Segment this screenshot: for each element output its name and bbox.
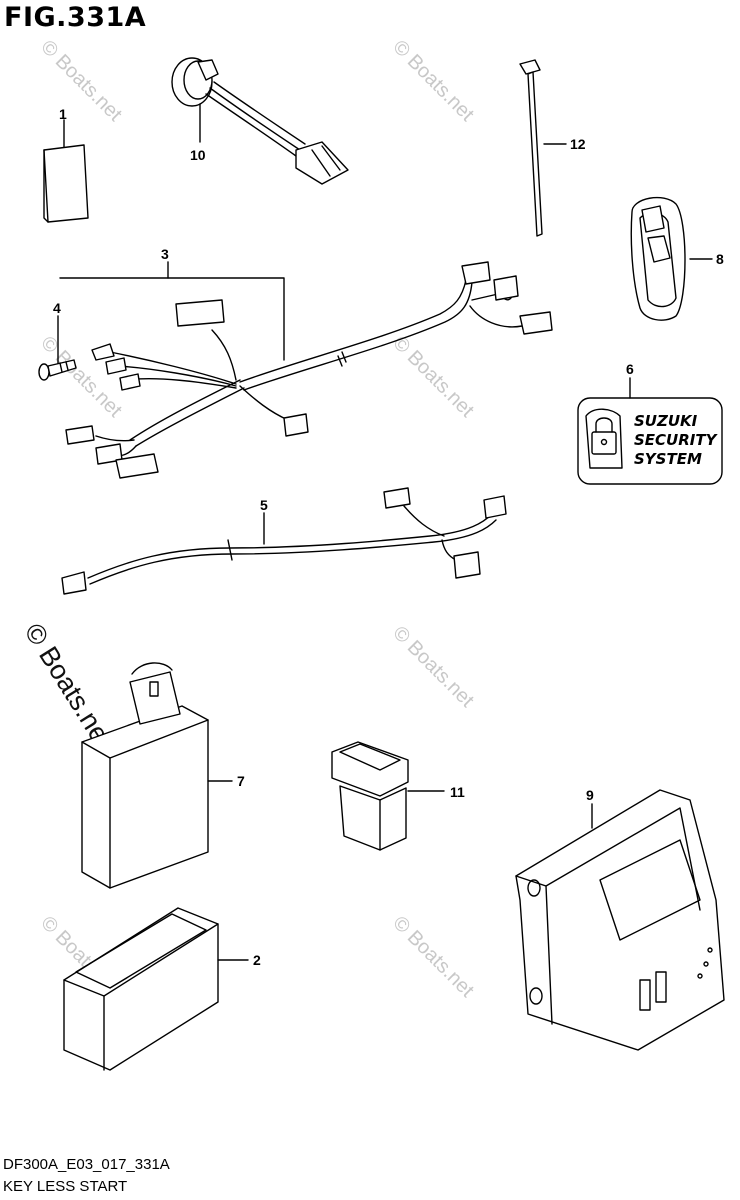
part-1-label-card [43, 119, 89, 223]
callout-3: 3 [161, 246, 169, 262]
callout-8: 8 [716, 251, 724, 267]
callout-4: 4 [53, 300, 61, 316]
part-7-control-module [81, 662, 233, 889]
figure-title: FIG.331A [4, 2, 147, 33]
figure-code: DF300A_E03_017_331A [3, 1156, 170, 1173]
part-6-security-badge [577, 377, 723, 485]
callout-12: 12 [570, 136, 586, 152]
security-badge-text: SUZUKI SECURITY SYSTEM [634, 412, 716, 469]
callout-10: 10 [190, 147, 206, 163]
badge-line-1: SUZUKI [634, 412, 698, 430]
part-8-remote-fob [630, 196, 713, 321]
part-5-sub-harness [61, 487, 507, 595]
callout-6: 6 [626, 361, 634, 377]
callout-2: 2 [253, 952, 261, 968]
callout-11: 11 [450, 784, 465, 800]
part-4-bolt [38, 315, 77, 381]
callout-7: 7 [237, 773, 245, 789]
badge-line-2: SECURITY [634, 431, 717, 449]
callout-1: 1 [59, 106, 67, 122]
part-12-cable-tie [519, 59, 567, 237]
part-3-main-harness [59, 261, 553, 479]
part-10-sensor-connector [171, 57, 349, 185]
callout-9: 9 [586, 787, 594, 803]
badge-line-3: SYSTEM [634, 450, 702, 468]
callout-5: 5 [260, 497, 268, 513]
figure-name: KEY LESS START [3, 1178, 128, 1195]
part-2-bracket [63, 907, 249, 1071]
part-11-relay [331, 741, 445, 851]
part-9-cover [515, 789, 725, 1051]
